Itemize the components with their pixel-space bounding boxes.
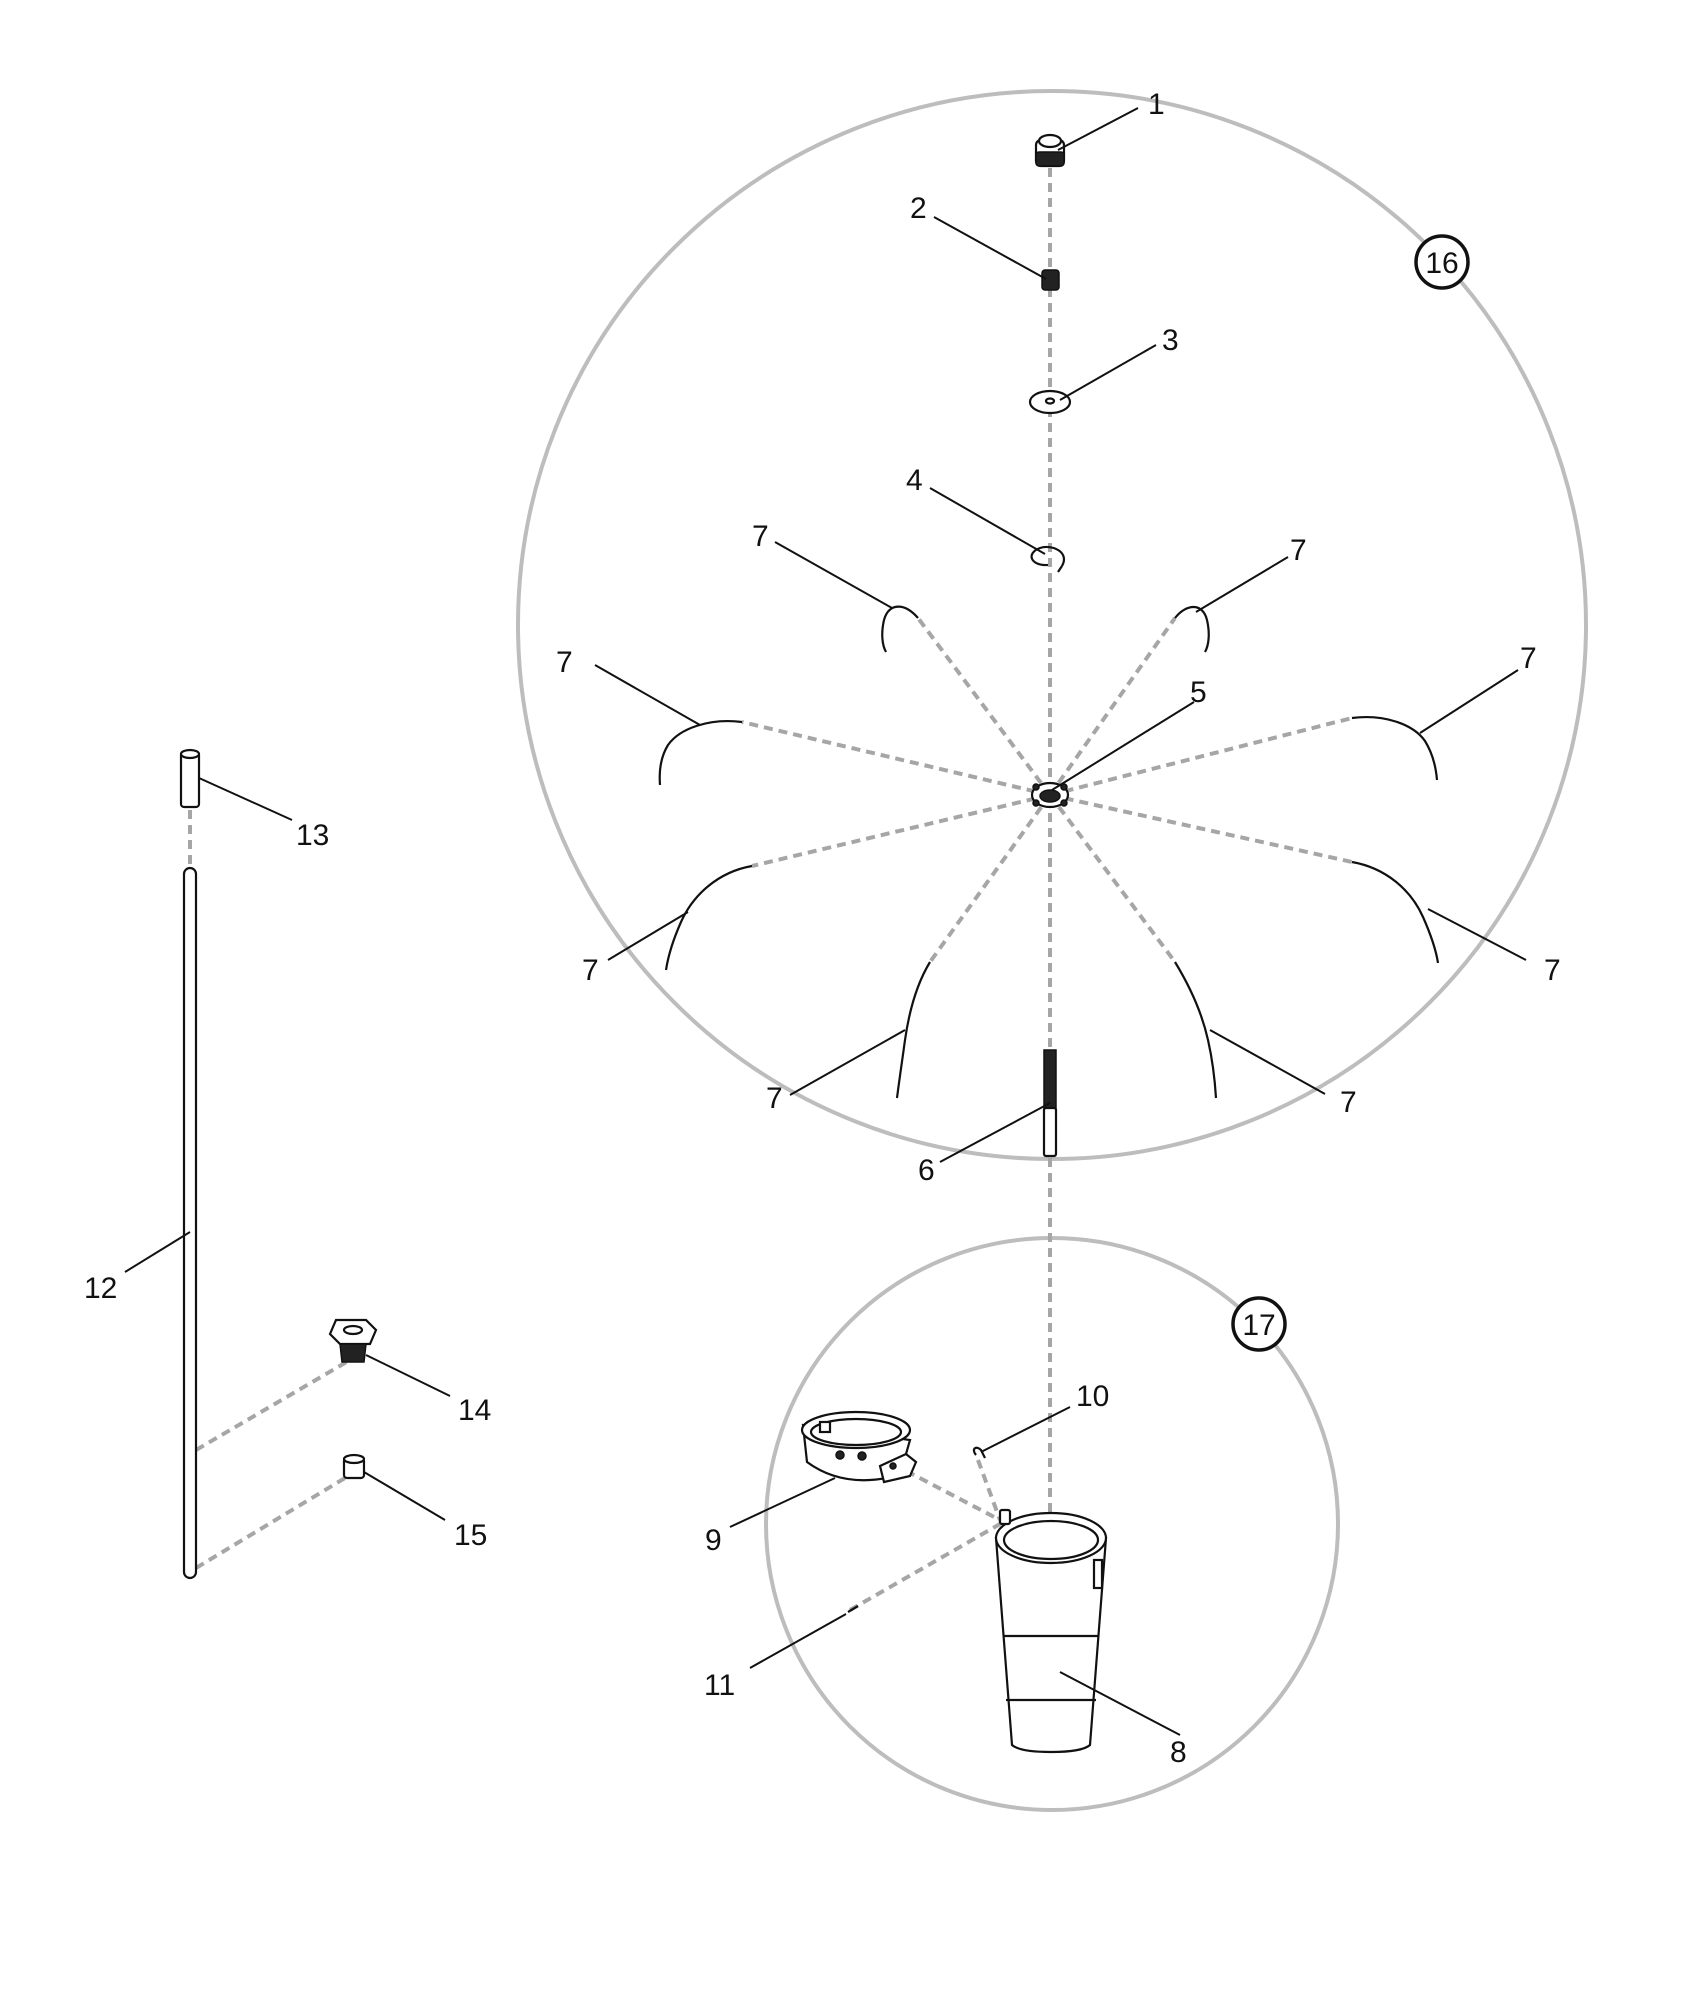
part-2-collar: [1041, 269, 1060, 291]
label-part-7-upper-left: 7: [752, 520, 769, 553]
rib-lower-left: [664, 864, 753, 971]
label-part-3: 3: [1162, 324, 1179, 357]
assembly-axis-lines: [188, 168, 1353, 1612]
part-number-labels: 1 2 3 4 5 7 7 7 7 7 7 7 7 6 8 9 10 11 12…: [84, 88, 1561, 1769]
label-part-12: 12: [84, 1272, 117, 1305]
label-part-9: 9: [705, 1524, 722, 1557]
part-12-rod: [182, 866, 198, 1580]
callout-16-label: 16: [1425, 247, 1458, 280]
label-part-7-bottom-left: 7: [766, 1082, 783, 1115]
label-part-15: 15: [454, 1519, 487, 1552]
rib-mid-right: [1351, 716, 1439, 781]
callout-17: 17: [1231, 1296, 1287, 1352]
rib-bottom-right: [1174, 961, 1218, 1099]
rib-bottom-left: [895, 961, 931, 1099]
label-part-7-mid-left: 7: [556, 646, 573, 679]
label-part-7-lower-left: 7: [582, 954, 599, 987]
label-part-6: 6: [918, 1154, 935, 1187]
label-part-14: 14: [458, 1394, 491, 1427]
part-4-retaining-clip: [1030, 545, 1065, 573]
label-part-7-bottom-right: 7: [1340, 1086, 1357, 1119]
label-part-7-lower-right: 7: [1544, 954, 1561, 987]
part-10-screw: [972, 1446, 986, 1459]
part-15-bushing: [342, 1453, 366, 1480]
label-part-10: 10: [1076, 1380, 1109, 1413]
label-part-1: 1: [1148, 88, 1165, 121]
rib-lower-right: [1351, 860, 1440, 964]
part-14-hex-fitting: [328, 1318, 378, 1363]
part-6-threaded-shaft: [1042, 1049, 1058, 1158]
rib-upper-left: [881, 605, 919, 653]
rib-upper-right: [1174, 605, 1210, 653]
part-3-washer: [1028, 389, 1072, 415]
label-part-7-upper-right: 7: [1290, 534, 1307, 567]
part-11-pin: [847, 1605, 859, 1613]
rib-mid-left: [658, 720, 743, 786]
label-part-7-mid-right: 7: [1520, 642, 1537, 675]
leader-lines: [124, 107, 1527, 1736]
label-part-2: 2: [910, 192, 927, 225]
part-1-cap-nut: [1034, 133, 1066, 168]
label-part-11: 11: [704, 1669, 735, 1702]
callout-17-label: 17: [1242, 1309, 1275, 1342]
part-13-tube: [179, 748, 201, 809]
callout-16: 16: [1414, 234, 1470, 290]
label-part-8: 8: [1170, 1736, 1187, 1769]
part-5-hub: [1030, 781, 1070, 809]
part-7-ribs: [658, 605, 1440, 1099]
part-9-ring-bracket: [800, 1410, 918, 1484]
label-part-4: 4: [906, 464, 923, 497]
label-part-5: 5: [1190, 676, 1207, 709]
label-part-13: 13: [296, 819, 329, 852]
part-8-cup: [994, 1508, 1108, 1754]
